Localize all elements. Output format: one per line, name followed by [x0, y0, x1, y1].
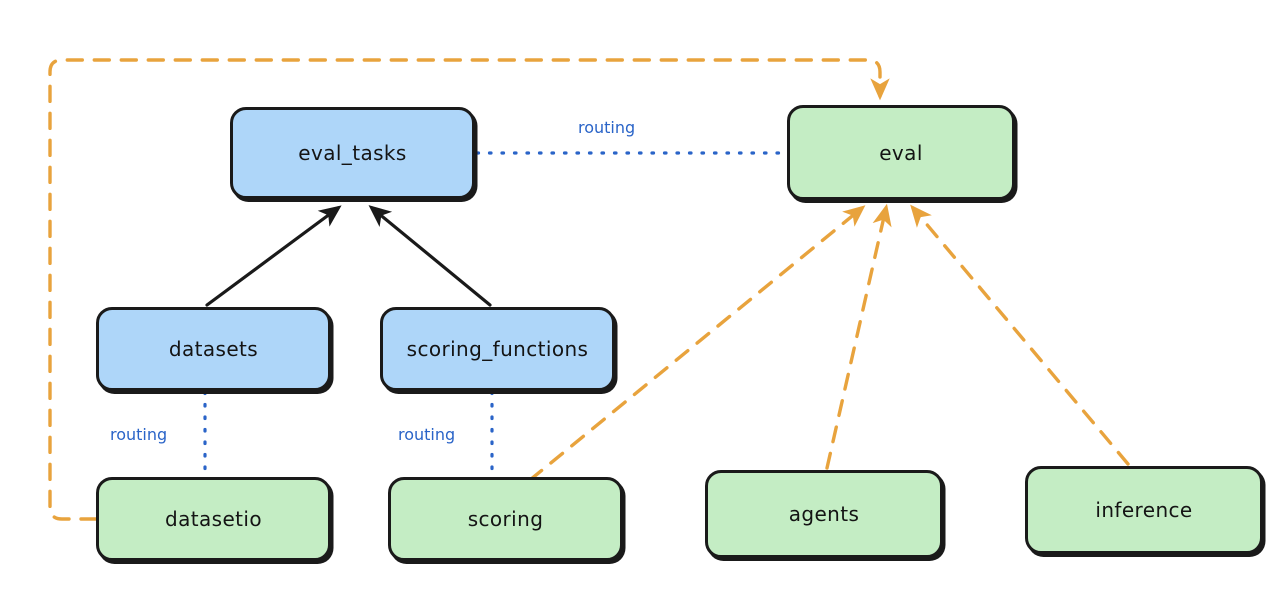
node-label-scoring-functions: scoring_functions: [406, 337, 589, 361]
node-label-inference: inference: [1095, 498, 1193, 522]
node-label-datasets: datasets: [168, 337, 259, 361]
edge-agents-to-eval: [825, 203, 892, 470]
node-datasetio[interactable]: datasetio: [96, 477, 331, 561]
node-eval[interactable]: eval: [787, 105, 1015, 200]
edge-label-routing-datasets: routing: [110, 425, 168, 444]
node-label-scoring: scoring: [467, 507, 544, 531]
edge-datasets-to-eval_tasks: [205, 205, 342, 307]
edge-label-routing-scoring-functions: routing: [398, 425, 456, 444]
node-label-datasetio: datasetio: [164, 507, 262, 531]
node-scoring-functions[interactable]: scoring_functions: [380, 307, 615, 391]
node-datasets[interactable]: datasets: [96, 307, 331, 391]
node-label-eval: eval: [879, 140, 923, 165]
edge-scoring-to-eval: [528, 205, 866, 482]
node-eval-tasks[interactable]: eval_tasks: [230, 107, 475, 199]
edge-inference-to-eval: [910, 204, 1130, 466]
node-label-agents: agents: [788, 502, 860, 526]
node-inference[interactable]: inference: [1025, 466, 1263, 554]
node-agents[interactable]: agents: [705, 470, 943, 558]
edge-label-routing-eval: routing: [578, 118, 636, 137]
edge-scoring_functions-to-eval_tasks: [368, 205, 492, 307]
node-label-eval-tasks: eval_tasks: [298, 141, 407, 165]
edge-datasetio-to-eval: [48, 58, 890, 521]
node-scoring[interactable]: scoring: [388, 477, 623, 561]
